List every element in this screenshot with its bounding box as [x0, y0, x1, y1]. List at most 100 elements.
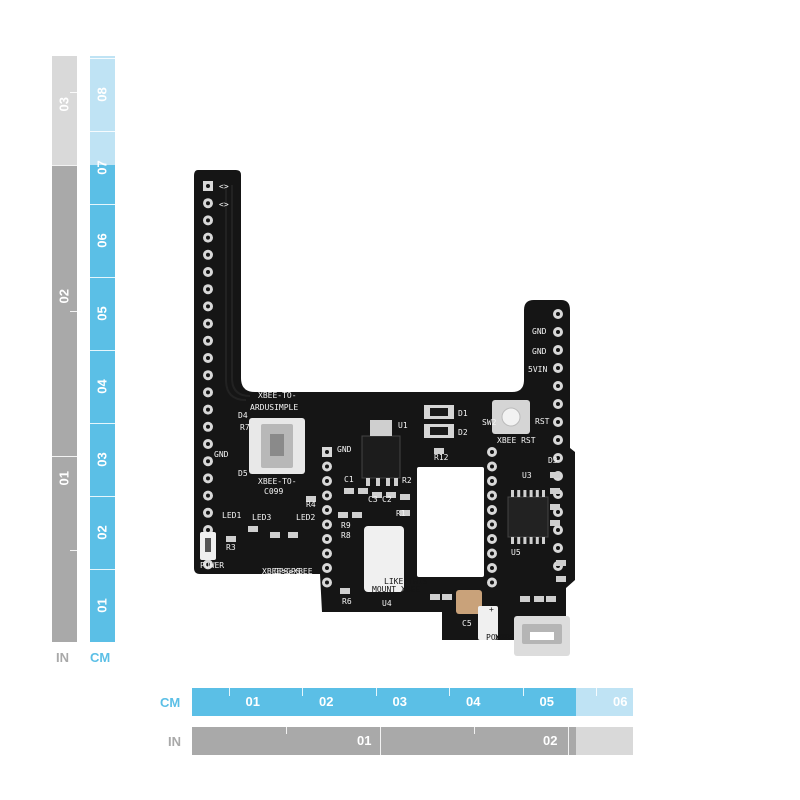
cm-v-tick — [90, 350, 115, 351]
voltage-regulator — [361, 435, 401, 479]
smd-component — [550, 504, 560, 510]
smd-component — [340, 588, 350, 594]
silk-gnd-r2: GND — [532, 347, 547, 356]
smd-component — [352, 512, 362, 518]
right-header-pin-hole — [556, 456, 560, 460]
u3-pin — [529, 490, 533, 497]
right-header-pins — [553, 309, 563, 571]
xbee-right-pin-hole — [490, 450, 494, 454]
silk-xbee-to-2: XBEE-TO- — [258, 477, 297, 486]
inch-segment-1 — [52, 456, 77, 642]
silk-c5: C5 — [462, 619, 472, 628]
smd-component — [546, 596, 556, 602]
silk-xbee-to: XBEE-TO- — [258, 391, 297, 400]
cm-h-tick — [449, 688, 450, 696]
cm-h-tick-label-06: 06 — [613, 694, 628, 709]
u3-pin — [523, 537, 527, 544]
xbee-left-pin-hole — [325, 580, 329, 585]
cm-h-tick-label-02: 02 — [319, 694, 334, 709]
silk-u4: U4 — [382, 599, 392, 608]
xbee-left-pin-hole — [325, 508, 329, 512]
horizontal-cm-ruler — [192, 688, 633, 716]
silk-gnd-r1: GND — [532, 327, 547, 336]
silk-r8: R8 — [341, 531, 351, 540]
u3-pin — [542, 490, 545, 497]
cm-v-tick — [90, 204, 115, 205]
inch-h-tick-label-01: 01 — [357, 733, 372, 748]
smd-component — [338, 512, 348, 518]
left-header-pin-hole — [206, 493, 210, 498]
left-header-pin-hole — [206, 201, 210, 206]
left-header-pin-hole — [206, 459, 210, 464]
silk-c3: C3 — [368, 495, 378, 504]
right-header-pin-hole — [556, 438, 560, 442]
u3-pin — [529, 537, 533, 544]
left-header-pin-hole — [206, 390, 210, 395]
silk-u5: U5 — [511, 548, 521, 557]
right-header-pin-hole — [556, 348, 560, 352]
cm-h-tick-label-03: 03 — [392, 694, 407, 709]
cm-h-tick-label-04: 04 — [466, 694, 481, 709]
smd-component — [344, 488, 354, 494]
smd-component — [400, 494, 410, 500]
smd-component — [556, 560, 566, 566]
silk-arrow-2: <> — [219, 200, 229, 209]
horizontal-inch-ruler: 01 02 — [192, 727, 633, 755]
silk-led2: LED2 — [296, 513, 315, 522]
silk-d2: D2 — [458, 428, 468, 437]
xbee-left-pin-hole — [325, 551, 329, 556]
smd-component — [248, 526, 258, 532]
left-header-pin-hole — [206, 356, 210, 360]
silk-r2: R2 — [402, 476, 412, 485]
silk-led3: LED3 — [252, 513, 271, 522]
left-header-pin-hole — [206, 184, 210, 188]
cm-h-tick — [596, 688, 597, 696]
smd-component — [434, 448, 444, 454]
silk-c099: C099 — [264, 487, 283, 496]
right-header-pin-hole — [556, 384, 560, 388]
cm-v-tick — [90, 496, 115, 497]
left-header-pin-hole — [206, 218, 210, 223]
silk-power-xbee-3: XBEE — [495, 633, 514, 642]
inch-h-tick-label-02: 02 — [543, 733, 558, 748]
silk-power-xbee-2: + — [489, 605, 494, 614]
silk-d4: D4 — [238, 411, 248, 420]
left-header-pin-hole — [206, 373, 210, 378]
xbee-right-pin-hole — [490, 522, 494, 527]
inch-h-segment-light — [576, 727, 633, 755]
silk-power-xbee-1: POWER — [486, 633, 510, 642]
left-header-pins — [203, 181, 213, 570]
left-header-pin-hole — [206, 407, 210, 412]
xbee-right-pin-hole — [490, 566, 494, 570]
xbee-left-header-pins — [322, 447, 332, 588]
reset-button — [501, 407, 521, 427]
right-header-pin-hole — [556, 366, 560, 370]
left-header-pin-hole — [206, 270, 210, 274]
left-header-pin-hole — [206, 442, 210, 446]
right-header-pin-hole — [556, 420, 560, 424]
xbee-cutout — [417, 467, 484, 577]
u3-pin — [535, 490, 539, 497]
left-header-pin-hole — [206, 476, 210, 481]
xbee-right-header-pins — [487, 447, 497, 588]
silk-rst: RST — [535, 417, 550, 426]
cm-h-tick — [522, 688, 524, 696]
smd-component — [550, 488, 560, 494]
xbee-left-pin-hole — [325, 493, 329, 498]
horizontal-cm-axis-label: CM — [160, 695, 181, 710]
smd-component — [534, 596, 544, 602]
inch-h-segment-main — [192, 727, 576, 755]
smd-component — [270, 532, 280, 538]
usb-uart-chip — [507, 496, 549, 538]
silk-sw2: SW2 — [482, 418, 497, 427]
horizontal-inch-axis-label: IN — [168, 734, 181, 749]
xbee-right-pin-hole — [490, 493, 494, 498]
xbee-right-pin-hole — [490, 580, 494, 585]
right-header-pin-hole — [556, 330, 560, 334]
smd-component — [550, 472, 560, 478]
right-header-pin-hole — [556, 312, 560, 316]
silk-arrow-1: <> — [219, 182, 229, 191]
silk-gnd-left: GND — [214, 450, 229, 459]
capacitor-c5 — [456, 590, 482, 614]
cm-v-tick — [90, 131, 115, 132]
